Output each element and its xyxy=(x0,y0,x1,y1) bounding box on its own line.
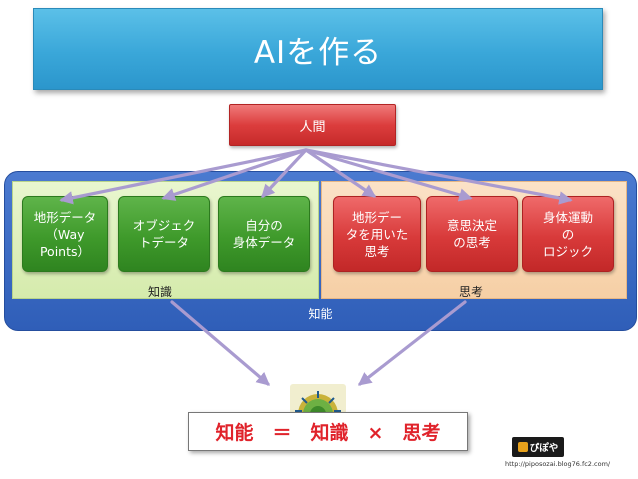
knowledge-box-body: 自分の 身体データ xyxy=(218,196,310,272)
source-url: http://piposozai.blog76.fc2.com/ xyxy=(505,460,611,468)
intelligence-label: 知能 xyxy=(308,307,333,321)
title-banner: AIを作る xyxy=(33,8,603,90)
human-box: 人間 xyxy=(229,104,396,146)
formula-text: 知能 ＝ 知識 × 思考 xyxy=(215,422,441,444)
logo-text: ぴぽや xyxy=(529,443,559,454)
logo-mark xyxy=(517,442,528,452)
brain-gear-icon xyxy=(290,384,346,414)
knowledge-label: 知識 xyxy=(147,285,172,299)
knowledge-box-terrain: 地形データ （Way Points） xyxy=(22,196,108,272)
human-label: 人間 xyxy=(299,119,326,135)
formula-box: 知能 ＝ 知識 × 思考 xyxy=(188,412,468,451)
pipoya-logo-icon: ぴぽや xyxy=(512,437,564,457)
thinking-box-terrain: 地形デー タを用いた 思考 xyxy=(333,196,421,272)
thinking-box-decision: 意思決定 の思考 xyxy=(426,196,518,272)
knowledge-box-object: オブジェク トデータ xyxy=(118,196,210,272)
thinking-label: 思考 xyxy=(458,285,483,299)
thinking-box-motion: 身体運動 の ロジック xyxy=(522,196,614,272)
title-text: AIを作る xyxy=(253,34,383,71)
